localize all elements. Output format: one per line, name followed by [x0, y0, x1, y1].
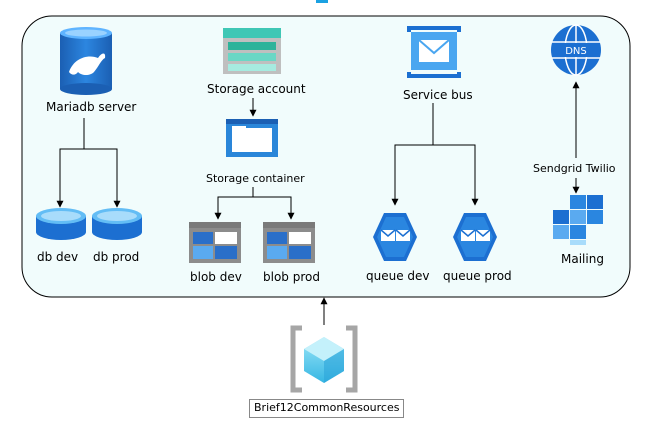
- edge-container-blobprod: [253, 196, 295, 220]
- blob-prod-label: blob prod: [263, 270, 320, 284]
- mailing-squares-icon: [553, 195, 603, 245]
- title-fragment: [316, 0, 328, 3]
- service-bus-label: Service bus: [403, 88, 473, 102]
- database-disk-icon: [36, 208, 86, 240]
- edge-mariadb-dbdev: [56, 118, 85, 208]
- storage-container-label: Storage container: [206, 172, 305, 185]
- resource-group-label: Brief12CommonResources: [249, 399, 405, 418]
- queue-hexagon-icon: [453, 213, 497, 261]
- mailing-label: Mailing: [561, 252, 604, 266]
- db-prod-label: db prod: [93, 250, 140, 264]
- mariadb-server-label: Mariadb server: [46, 100, 137, 114]
- storage-account-icon: [223, 28, 281, 74]
- connectors: [56, 81, 580, 325]
- blob-grid-icon: [263, 222, 315, 263]
- blob-grid-icon: [189, 222, 241, 263]
- dns-globe-icon: DNS: [551, 24, 601, 76]
- dns-icon-text: DNS: [565, 46, 587, 57]
- storage-account-label: Storage account: [207, 82, 306, 96]
- edge-mariadb-dbprod: [84, 148, 121, 208]
- edge-bus-queueprod: [433, 144, 479, 206]
- blob-dev-label: blob dev: [190, 270, 242, 284]
- resource-group-cube-icon: [290, 325, 358, 393]
- db-dev-label: db dev: [37, 250, 79, 264]
- edge-container-blobdev: [214, 187, 254, 220]
- service-bus-envelope-icon: [407, 26, 461, 78]
- edge-bus-queuedev: [391, 103, 434, 206]
- mariadb-cylinder-icon: [60, 27, 112, 95]
- storage-container-icon: [226, 119, 278, 157]
- sendgrid-twilio-label: Sendgrid Twilio: [533, 162, 616, 175]
- queue-prod-label: queue prod: [443, 269, 512, 283]
- database-disk-icon: [92, 208, 142, 240]
- queue-dev-label: queue dev: [366, 269, 430, 283]
- queue-hexagon-icon: [373, 213, 417, 261]
